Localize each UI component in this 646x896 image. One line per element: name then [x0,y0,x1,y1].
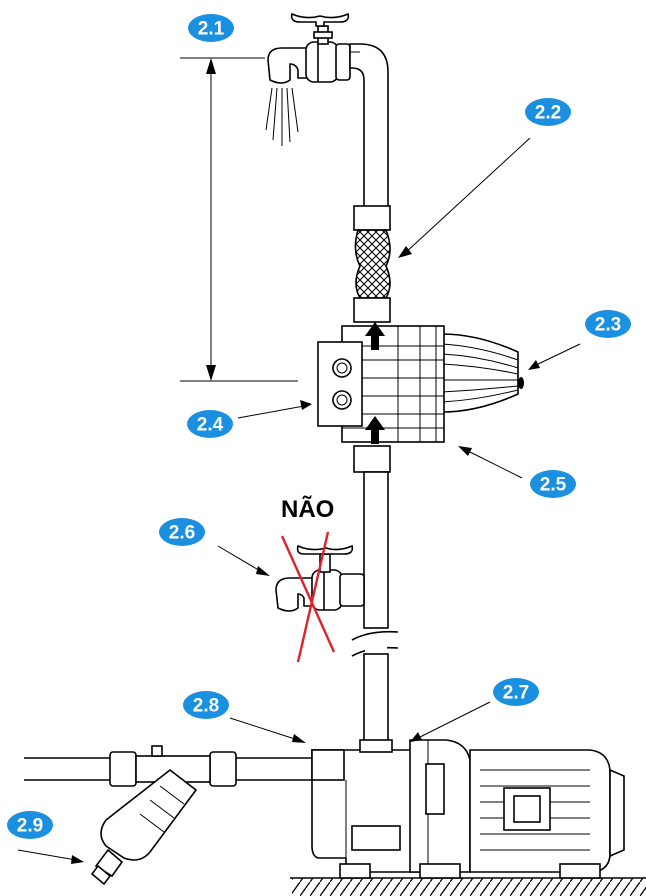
faucet-icon [265,12,351,146]
warning-label: NÃO [281,495,334,523]
forbidden-cross-line [280,535,336,653]
supply-pipe-lower [351,445,399,755]
svg-text:2.1: 2.1 [198,19,225,40]
flow-arrow-icon [365,322,385,350]
svg-text:2.3: 2.3 [595,315,621,336]
supply-pipe-upper [349,43,389,209]
callout-badge-2-7: 2.7 [493,678,539,706]
leader-lines [17,137,581,864]
svg-text:2.8: 2.8 [193,696,219,717]
svg-text:2.2: 2.2 [535,103,561,124]
callout-badge-2-6: 2.6 [159,518,205,546]
callout-badge-2-9: 2.9 [7,811,53,839]
braided-hose-icon [353,205,391,323]
callout-badge-2-4: 2.4 [187,410,233,438]
electric-pump-icon [311,739,625,879]
svg-text:2.6: 2.6 [169,523,195,544]
callout-badge-2-1: 2.1 [188,14,234,42]
forbidden-cross-line [296,531,330,663]
forbidden-faucet-icon [275,531,365,663]
ground-hatch [290,877,646,896]
y-filter-icon [90,768,198,886]
flow-arrow-icon [365,416,385,444]
callout-badge-2-5: 2.5 [530,470,576,498]
svg-text:2.4: 2.4 [197,415,224,436]
callout-badge-2-2: 2.2 [525,98,571,126]
svg-text:2.7: 2.7 [503,683,529,704]
svg-text:2.5: 2.5 [540,475,567,496]
svg-text:2.9: 2.9 [17,816,43,837]
callout-badge-2-3: 2.3 [585,310,631,338]
callout-badge-2-8: 2.8 [183,691,229,719]
height-dimension [180,57,298,382]
pressure-controller-icon [317,322,524,444]
